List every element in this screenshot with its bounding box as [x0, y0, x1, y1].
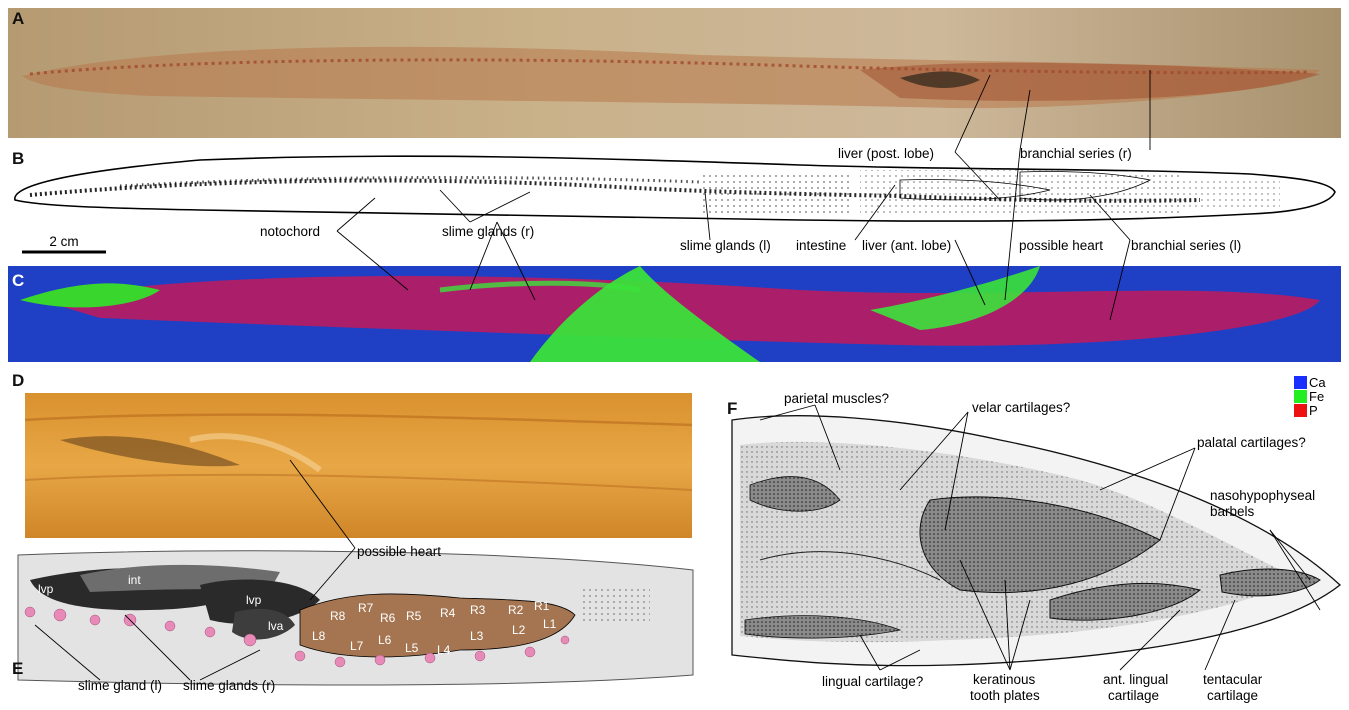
label-branchial-r: branchial series (r) [1020, 146, 1132, 161]
region-lvp-left: lvp [38, 582, 54, 596]
label-kera-1: keratinous [973, 672, 1036, 687]
region-lvp-right: lvp [246, 593, 262, 607]
label-slime-glands-r-e: slime glands (r) [183, 678, 275, 693]
element-legend: Ca Fe P [1294, 375, 1326, 417]
gland-label-r7: R7 [358, 601, 374, 615]
label-ant-ling-1: ant. lingual [1103, 672, 1168, 687]
panel-e-drawing [18, 551, 693, 685]
label-liver-post: liver (post. lobe) [838, 146, 934, 161]
gland-label-r1: R1 [534, 599, 550, 613]
gland-label-l7: L7 [350, 639, 364, 653]
label-slime-glands-r: slime glands (r) [442, 224, 534, 239]
gland-label-l3: L3 [470, 629, 484, 643]
label-ant-ling-2: cartilage [1108, 688, 1159, 703]
panel-letter-e: E [12, 659, 23, 678]
gland-label-r8: R8 [330, 609, 346, 623]
label-intestine: intestine [796, 238, 846, 253]
panel-f-drawing [732, 416, 1340, 666]
gland-label-r5: R5 [406, 609, 422, 623]
gland-label-l5: L5 [405, 641, 419, 655]
legend-swatch-ca [1294, 376, 1307, 389]
legend-item-p: P [1294, 403, 1326, 417]
panel-d-photo [25, 393, 692, 538]
legend-label-p: P [1309, 403, 1318, 418]
gland-label-l8: L8 [312, 629, 326, 643]
label-parietal: parietal muscles? [784, 391, 889, 406]
gland-label-r2: R2 [508, 603, 524, 617]
label-notochord: notochord [260, 224, 320, 239]
panel-a-photo [8, 8, 1341, 138]
legend-swatch-p [1294, 404, 1307, 417]
legend-item-ca: Ca [1294, 375, 1326, 389]
label-slime-gland-l: slime gland (l) [78, 678, 162, 693]
panel-letter-c: C [12, 271, 24, 290]
gland-label-r4: R4 [440, 606, 456, 620]
legend-label-ca: Ca [1309, 375, 1326, 390]
region-int: int [128, 573, 141, 587]
gland-label-l2: L2 [512, 623, 526, 637]
panel-letter-a: A [12, 9, 24, 28]
panel-letter-b: B [12, 149, 24, 168]
label-branchial-l: branchial series (l) [1131, 238, 1241, 253]
label-possible-heart-d: possible heart [357, 544, 441, 559]
scale-bar-label: 2 cm [49, 234, 78, 249]
gland-label-l1: L1 [543, 617, 557, 631]
region-lva: lva [268, 619, 284, 633]
label-naso-2: barbels [1210, 504, 1255, 519]
gland-label-l6: L6 [378, 633, 392, 647]
panel-b-drawing [15, 156, 1335, 221]
label-kera-2: tooth plates [970, 688, 1040, 703]
panel-c-element-map [8, 266, 1341, 362]
label-liver-ant: liver (ant. lobe) [862, 238, 951, 253]
panel-letter-f: F [727, 399, 737, 418]
label-possible-heart-b: possible heart [1019, 238, 1103, 253]
label-velar: velar cartilages? [972, 400, 1070, 415]
label-palatal: palatal cartilages? [1197, 435, 1306, 450]
label-slime-glands-l: slime glands (l) [680, 238, 771, 253]
label-lingual: lingual cartilage? [822, 674, 923, 689]
scale-bar: 2 cm [22, 234, 106, 252]
legend-item-fe: Fe [1294, 389, 1326, 403]
label-naso-1: nasohypophyseal [1210, 488, 1315, 503]
gland-label-r3: R3 [470, 603, 486, 617]
legend-label-fe: Fe [1309, 389, 1324, 404]
legend-swatch-fe [1294, 390, 1307, 403]
label-tent-1: tentacular [1203, 672, 1263, 687]
gland-label-r6: R6 [380, 611, 396, 625]
label-tent-2: cartilage [1207, 688, 1258, 703]
gland-label-l4: L4 [437, 643, 451, 657]
panel-letter-d: D [12, 371, 24, 390]
